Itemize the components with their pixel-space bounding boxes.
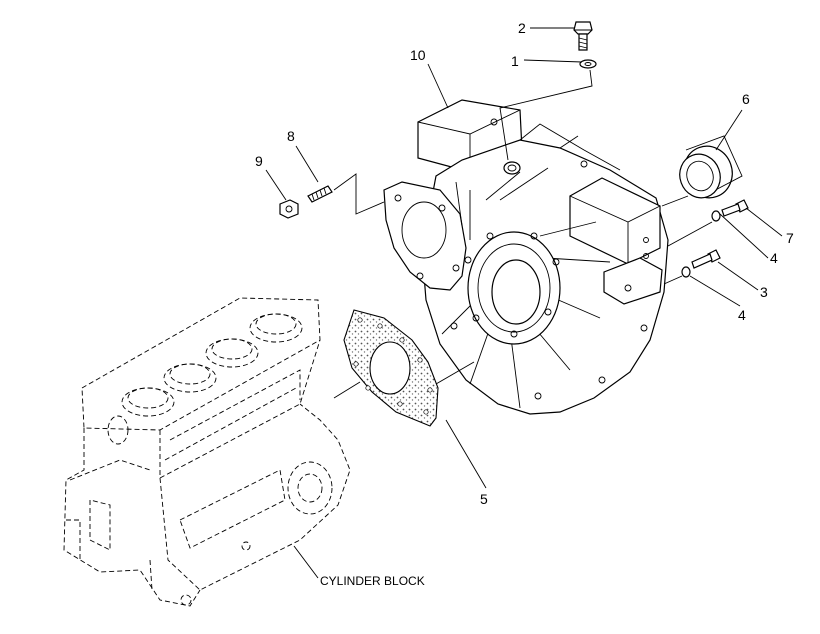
flywheel-housing-part-10 <box>383 99 669 415</box>
callout-5: 5 <box>480 491 488 507</box>
oil-seal-part-6 <box>679 135 743 199</box>
nut-part-9 <box>279 199 299 219</box>
callout-10: 10 <box>410 47 426 63</box>
washer-part-4-upper <box>711 210 721 222</box>
callout-3: 3 <box>760 284 768 300</box>
gasket-part-5 <box>343 309 439 427</box>
cylinder-block-label: CYLINDER BLOCK <box>320 574 425 588</box>
callout-6: 6 <box>742 91 750 107</box>
bolt-part-7 <box>721 199 749 217</box>
bolt-part-2 <box>573 21 593 51</box>
callout-8: 8 <box>287 128 295 144</box>
cylinder-block <box>63 297 351 607</box>
callout-9: 9 <box>255 153 263 169</box>
callout-1: 1 <box>511 53 519 69</box>
callout-4-lower: 4 <box>738 307 746 323</box>
callout-7: 7 <box>786 230 794 246</box>
bolt-part-3 <box>691 249 721 269</box>
callout-2: 2 <box>518 20 526 36</box>
callout-4-upper: 4 <box>770 250 778 266</box>
washer-part-4-lower <box>681 266 691 278</box>
stud-part-8 <box>307 185 333 203</box>
washer-part-1 <box>579 59 597 69</box>
leader-lines <box>265 27 783 579</box>
